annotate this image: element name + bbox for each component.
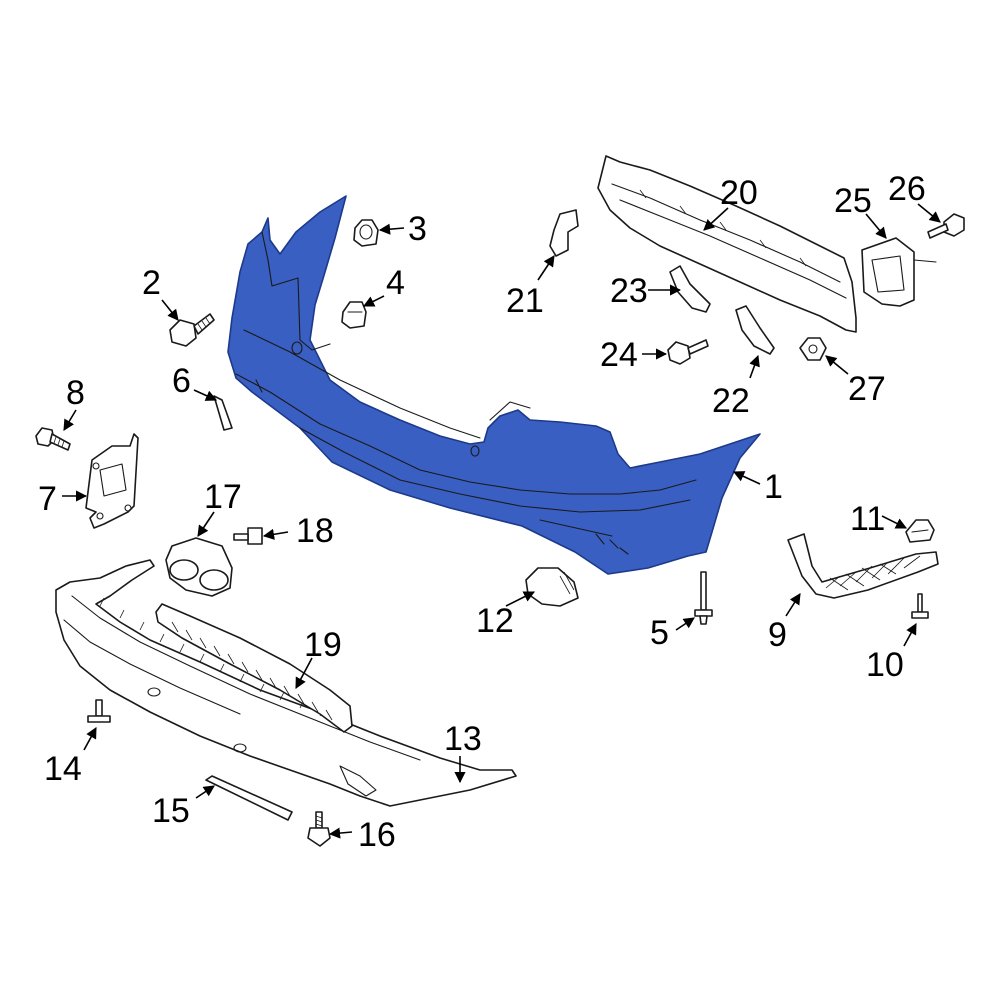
push-pin-part-5[interactable] (694, 571, 713, 625)
screw-part-14[interactable] (87, 699, 111, 723)
retainer-clip-part-4[interactable] (341, 301, 367, 329)
bolt-part-26[interactable] (927, 213, 965, 239)
callout-20: 20 (720, 174, 758, 212)
callout-27: 27 (848, 370, 886, 408)
l-bracket-part-21[interactable] (549, 209, 579, 257)
cover-part-12[interactable] (525, 567, 579, 607)
screw-part-18[interactable] (233, 527, 263, 545)
callout-26: 26 (888, 170, 926, 208)
callout-24: 24 (600, 336, 638, 374)
reinforcement-beam-part-20[interactable] (597, 155, 857, 333)
callout-25: 25 (834, 182, 872, 220)
callout-17: 17 (204, 478, 242, 516)
strip-part-23[interactable] (669, 265, 711, 313)
callout-1: 1 (764, 468, 783, 506)
screw-part-10[interactable] (911, 593, 929, 619)
clip-part-11[interactable] (905, 519, 935, 543)
lower-valance-part-13[interactable] (55, 559, 517, 807)
callout-6: 6 (172, 362, 191, 400)
trim-strip-part-15[interactable] (205, 775, 293, 821)
callout-5: 5 (650, 614, 669, 652)
callout-12: 12 (476, 602, 514, 640)
strip-part-22[interactable] (735, 305, 775, 355)
pad-part-6[interactable] (213, 395, 233, 431)
exhaust-tips-part-17[interactable] (165, 537, 233, 597)
bolt-part-8[interactable] (35, 427, 71, 451)
callout-19: 19 (304, 626, 342, 664)
bumper-cover-part[interactable] (227, 195, 761, 575)
bolt-part-16[interactable] (307, 811, 331, 847)
clip-nut-part-3[interactable] (353, 219, 379, 247)
callout-labels: 1 2 3 4 5 6 7 8 9 10 11 12 13 14 15 16 1… (38, 170, 926, 854)
callout-15: 15 (152, 792, 190, 830)
callout-22: 22 (712, 382, 750, 420)
callout-18: 18 (296, 512, 334, 550)
bolt-part-2[interactable] (169, 313, 215, 347)
screw-part-24[interactable] (667, 339, 709, 365)
callout-14: 14 (44, 750, 82, 788)
callout-21: 21 (506, 282, 544, 320)
callout-11: 11 (850, 500, 885, 538)
nut-part-27[interactable] (799, 337, 827, 361)
callout-10: 10 (866, 646, 904, 684)
side-bracket-part-9[interactable] (787, 533, 939, 599)
callout-7: 7 (38, 480, 57, 518)
bumper-cover-shape (227, 195, 761, 575)
mount-bracket-part-25[interactable] (861, 237, 937, 307)
callout-16: 16 (358, 816, 396, 854)
leader-lines (62, 203, 941, 839)
callout-9: 9 (768, 616, 787, 654)
diffuser-grille-part-19[interactable] (155, 603, 353, 733)
callout-2: 2 (142, 264, 161, 302)
callout-13: 13 (444, 720, 482, 758)
callout-8: 8 (66, 374, 85, 412)
bracket-part-7[interactable] (85, 433, 139, 529)
callout-4: 4 (386, 264, 405, 302)
callout-23: 23 (610, 272, 648, 310)
callout-3: 3 (408, 210, 427, 248)
